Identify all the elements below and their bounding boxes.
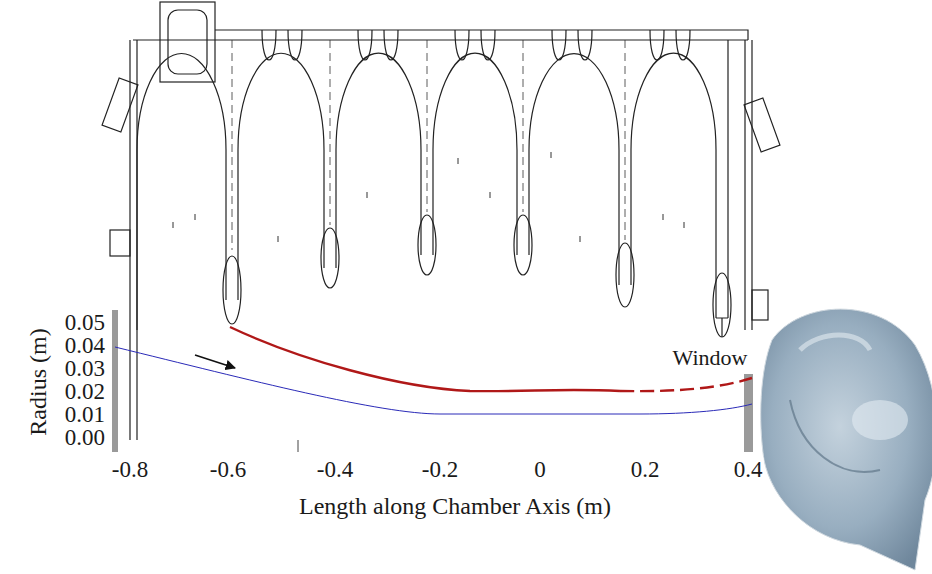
end-window-frame — [102, 78, 138, 132]
blue-envelope — [115, 347, 752, 414]
iris-nose — [223, 256, 241, 324]
tick-label: 0.03 — [64, 357, 106, 380]
cross-marks — [173, 152, 684, 242]
callout-label: Window — [672, 347, 749, 369]
iris-nose — [321, 228, 339, 288]
cell-wall — [238, 53, 324, 300]
iris-nose — [616, 243, 634, 307]
tick-label: 0 — [533, 458, 547, 481]
side-port — [110, 230, 130, 256]
iris-nose — [514, 215, 532, 275]
cavity-outline — [102, 2, 780, 440]
centerline — [427, 40, 428, 212]
top-wall — [133, 39, 748, 40]
tick-label: -0.4 — [316, 458, 354, 481]
end-iris — [716, 40, 728, 337]
window-photo — [761, 309, 932, 570]
cell-wall — [529, 54, 619, 285]
tick-label: -0.8 — [111, 458, 149, 481]
cell-wall — [631, 53, 716, 318]
centerline — [330, 40, 331, 225]
tick-label: -0.6 — [209, 458, 247, 481]
tick-mark — [298, 440, 299, 452]
cell-centerlines — [232, 40, 625, 250]
window-photo — [761, 309, 932, 570]
plot-axes — [112, 310, 753, 452]
cell-wall — [137, 53, 226, 330]
left-wall — [130, 40, 137, 440]
centerline — [523, 40, 524, 212]
tick-label: 0.2 — [630, 458, 661, 481]
tick-label: -0.2 — [421, 458, 459, 481]
axis-title: Length along Chamber Axis (m) — [298, 494, 612, 518]
beam-envelopes — [115, 327, 752, 414]
centerline — [625, 40, 626, 240]
direction-arrow — [195, 355, 235, 368]
end-window-frame — [744, 98, 780, 152]
photo-reflection — [852, 400, 908, 440]
window-flange — [744, 374, 753, 452]
photo-highlight — [800, 335, 870, 350]
tick-label: 0.02 — [64, 380, 106, 403]
red-envelope-dashed — [620, 378, 752, 391]
side-port — [752, 290, 768, 320]
coupler-port — [168, 10, 207, 74]
axis-title: Radius (m) — [26, 327, 50, 436]
tick-label: 0.05 — [64, 311, 106, 334]
tuner-stubs — [262, 30, 690, 60]
tick-label: 0.04 — [64, 334, 106, 357]
tick-label: 0.01 — [64, 403, 106, 426]
tick-label: 0.4 — [733, 458, 764, 481]
cell-wall — [433, 53, 517, 255]
axis-bar — [112, 310, 118, 452]
tick-label: 0.00 — [64, 426, 106, 449]
red-envelope — [230, 327, 620, 391]
centerline — [232, 40, 233, 250]
cell-wall — [336, 53, 421, 268]
iris-nose — [418, 215, 436, 275]
cross-mark — [173, 152, 684, 242]
